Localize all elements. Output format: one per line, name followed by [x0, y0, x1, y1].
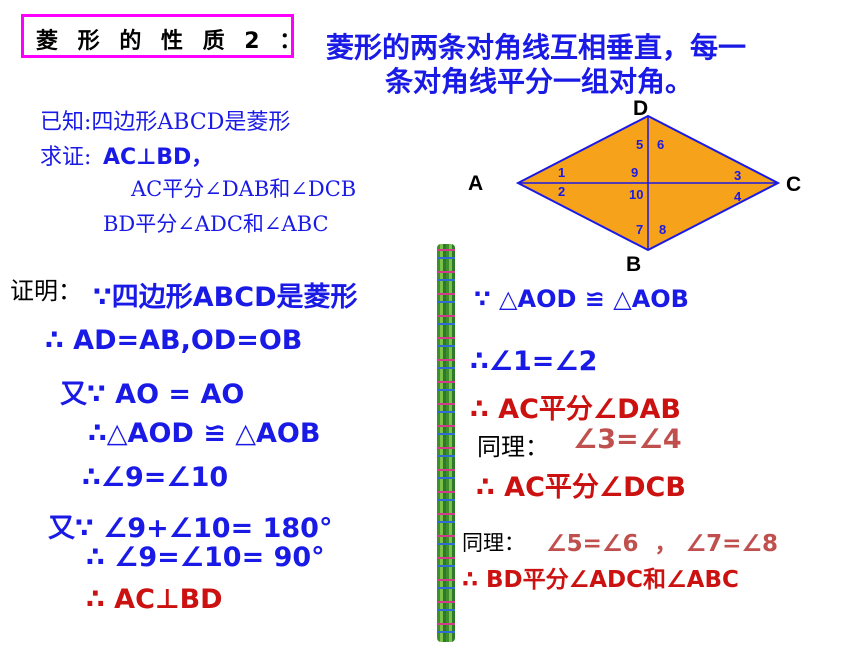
angle-number-10: 10 — [629, 187, 643, 202]
angle-number-8: 8 — [659, 222, 666, 237]
proof-right-same-prefix-2: 同理： — [462, 531, 525, 555]
proof-right-line-1: ∵ △AOD ≌ △AOB — [474, 285, 689, 313]
title-label: 菱 形 的 性 质 2 ： — [36, 29, 308, 54]
rhombus-figure: A D C B 1 2 3 4 5 6 7 8 9 10 — [468, 97, 801, 275]
vertex-label-c: C — [786, 173, 801, 196]
proof-right-angle-3-4: ∠3=∠4 — [573, 424, 682, 455]
proof-left-line-7: ∴ ∠9=∠10= 90° — [86, 542, 325, 573]
vertex-label-a: A — [468, 172, 483, 195]
theorem-line-2: 条对角线平分一组对角。 — [385, 65, 694, 98]
proof-left-line-4: ∴△AOD ≌ △AOB — [88, 418, 321, 449]
proof-left-line-3: 又∵ AO = AO — [60, 379, 245, 410]
angle-number-4: 4 — [734, 189, 742, 204]
proof-right-angles-5-8: ∠5=∠6 ， ∠7=∠8 — [546, 531, 779, 557]
angle-number-6: 6 — [657, 137, 664, 152]
angle-number-3: 3 — [734, 168, 741, 183]
prove-item-3: BD平分∠ADC和∠ABC — [103, 212, 329, 236]
angle-number-7: 7 — [636, 222, 643, 237]
vertex-label-d: D — [633, 97, 648, 120]
proof-right-same-prefix-1: 同理： — [477, 433, 549, 461]
proof-left-line-5: ∴∠9=∠10 — [82, 462, 229, 493]
angle-number-2: 2 — [558, 184, 565, 199]
theorem-line-1: 菱形的两条对角线互相垂直，每一 — [326, 31, 747, 64]
proof-right-line-5: ∴ AC平分∠DCB — [476, 472, 686, 503]
proof-right-line-7: ∴ BD平分∠ADC和∠ABC — [462, 567, 739, 593]
proof-heading: 证明： — [10, 277, 82, 305]
angle-number-9: 9 — [631, 165, 638, 180]
prove-item-2: AC平分∠DAB和∠DCB — [131, 177, 357, 201]
prove-label: 求证: — [40, 145, 92, 170]
proof-left-line-8: ∴ AC⊥BD — [86, 584, 223, 615]
proof-left-line-1: ∵四边形ABCD是菱形 — [93, 282, 358, 313]
proof-right-line-3: ∴ AC平分∠DAB — [470, 394, 681, 425]
title-box: 菱 形 的 性 质 2 ： — [21, 14, 301, 58]
vertex-label-b: B — [626, 253, 641, 275]
given-statement: 已知:四边形ABCD是菱形 — [40, 110, 291, 135]
prove-item-1: AC⊥BD， — [103, 145, 214, 170]
proof-left-line-6: 又∵ ∠9+∠10= 180° — [48, 513, 333, 544]
proof-right-line-2: ∴∠1=∠2 — [470, 346, 598, 377]
angle-number-5: 5 — [636, 137, 643, 152]
proof-left-line-2: ∴ AD=AB,OD=OB — [45, 325, 303, 356]
decorative-divider — [437, 244, 455, 642]
angle-number-1: 1 — [558, 165, 565, 180]
